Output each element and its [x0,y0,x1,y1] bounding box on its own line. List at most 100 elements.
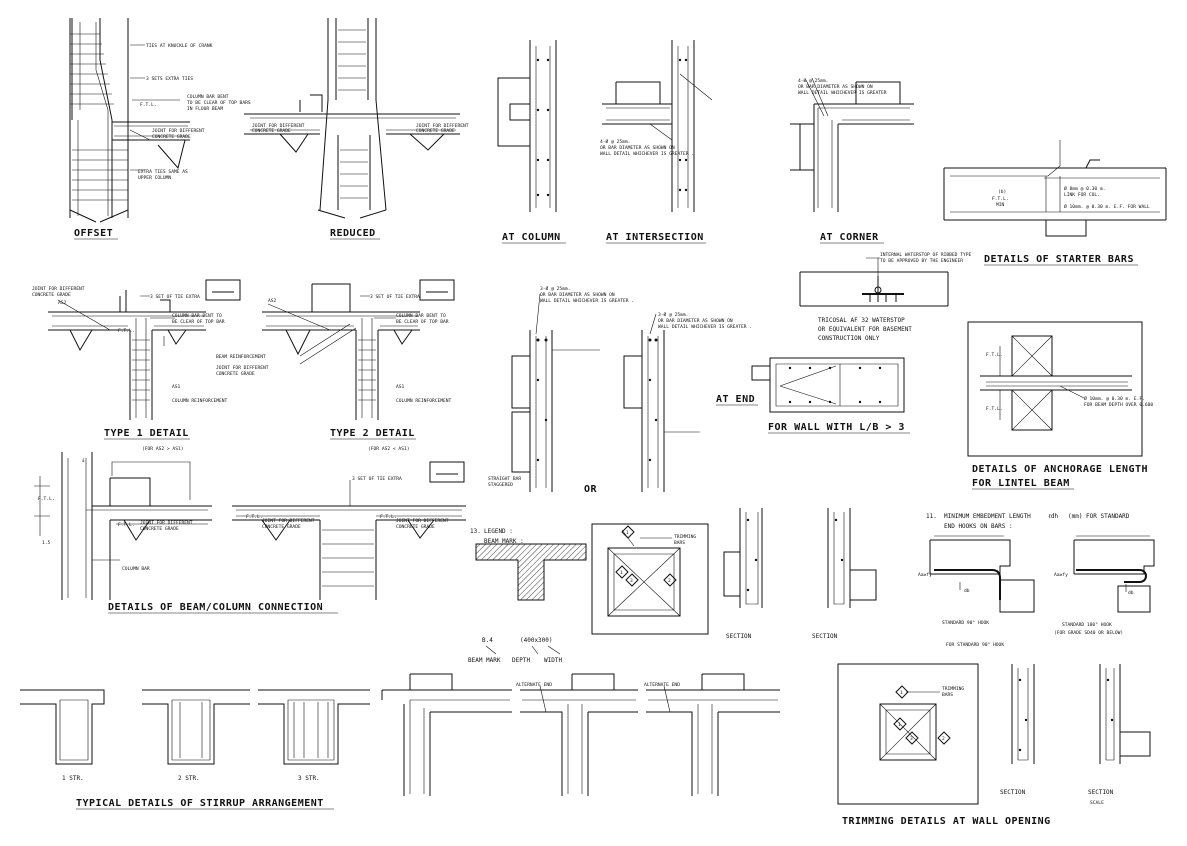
offset-note: F.T.L. [140,102,157,108]
section-label: SECTION [726,633,752,640]
legend-text: BEAM MARK : [484,538,524,545]
wall-note: 3-Ø @ 25mm. [540,285,570,292]
hook-note: (mm) FOR STANDARD [1068,513,1130,520]
title-type2: TYPE 2 DETAIL [330,428,415,439]
type2-note: AS1 [396,384,405,390]
waterstop-note: TO BE APPROVED BY THE ENGINEER [880,258,963,264]
type2-detail: AS2 3 SET OF TIE EXTRA COLUMN BAR BENT T… [216,279,455,452]
marker-label: 3 [910,736,913,742]
type1-note: AS1 [172,384,181,390]
corner-note: WALL DETAIL WHICHEVER IS GREATER [798,90,887,96]
title-beam-column: DETAILS OF BEAM/COLUMN CONNECTION [108,602,323,613]
at-intersection-detail: 4-Ø @ 25mm. OR BAR DIAMETER AS SHOWN ON … [600,40,713,244]
marker-label: 1 [620,570,623,576]
legend-text: DEPTH [512,657,530,664]
title-offset: OFFSET [74,228,113,239]
beam-col-note: CONCRETE GRADE [140,526,179,532]
beam-col-note: JOINT FOR DIFFERENT [262,518,315,524]
type2-note: 3 SET OF TIE EXTRA [370,294,420,300]
legend-text: (400x300) [520,637,553,644]
hook-note: STANDARD 180° HOOK [1062,622,1112,628]
starter-note: Ø 8mm @ 0.30 m. [1064,185,1106,192]
wall-note: WALL DETAIL WHICHEVER IS GREATER . [540,298,634,304]
waterstop-note: INTERNAL WATERSTOP OF RIBBED TYPE [880,252,972,258]
hook-note: db [964,588,970,594]
type1-note: JOINT FOR DIFFERENT [32,286,85,292]
hook-note: Aa≥fy [1054,572,1068,578]
offset-note: 3 SETS EXTRA TIES [146,76,193,82]
title-stirrup: TYPICAL DETAILS OF STIRRUP ARRANGEMENT [76,798,324,809]
offset-note: CONCRETE GRADE [152,134,191,140]
marker-label: 1 [900,690,903,696]
title-at-end: AT END [716,394,755,405]
reduced-note: JOINT FOR DIFFERENT [252,123,305,129]
legend-text: WIDTH [544,657,562,664]
type2-note: AS2 [268,298,277,304]
type1-note: (FOR AS2 > AS1) [142,446,184,452]
starter-bars-detail: (b) F.T.L. MIN Ø 8mm @ 0.30 m. LINK FOR … [943,140,1167,266]
trimming-note: BARS [942,692,953,698]
starter-note: F.T.L. [992,196,1009,202]
title-starter-bars: DETAILS OF STARTER BARS [984,254,1134,265]
title-reduced: REDUCED [330,228,376,239]
hook-note: Aa≥fy [918,572,932,578]
hook-note: db [1128,590,1134,596]
type1-detail: JOINT FOR DIFFERENT CONCRETE GRADE AS2 3… [32,279,241,452]
wall-note: 3-Ø @ 25mm. [658,311,688,318]
scale-label: SCALE [1090,800,1104,806]
offset-detail: TIES AT KNUCKLE OF CRANK 3 SETS EXTRA TI… [69,18,251,240]
marker-label: 3 [630,578,633,584]
reduced-note: CONCRETE GRADE [252,128,291,134]
section-label: SECTION [1000,789,1026,796]
beam-col-note: F.T.L. [380,514,397,520]
intersection-note: 4-Ø @ 25mm. [600,138,630,145]
type1-note: COLUMN REINFORCEMENT [172,398,228,404]
type2-note: COLUMN BAR BENT TO [396,313,446,319]
wall-mid-detail: 3-Ø @ 25mm. OR BAR DIAMETER AS SHOWN ON … [488,285,758,495]
type2-note: BEAM REINFORCEMENT [216,354,266,360]
anchorage-note: F.T.L. [986,406,1003,412]
wall-note: STAGGERED [488,482,513,488]
beam-col-note: F.T.L. [246,514,263,520]
type1-note: BE CLEAR OF TOP BAR [172,319,225,325]
beam-col-note: JOINT FOR DIFFERENT [396,518,449,524]
title-trimming: TRIMMING DETAILS AT WALL OPENING [842,816,1051,827]
waterstop-note: TRICOSAL AF 32 WATERSTOP [818,317,905,324]
title-anchorage-1: DETAILS OF ANCHORAGE LENGTH [972,464,1148,475]
offset-note: UPPER COLUMN [138,175,171,181]
offset-note: TO BE CLEAR OF TOP BARS [187,100,251,106]
sections-detail: SECTION SECTION 11. MINIMUM EMBEDMENT LE… [723,508,1155,648]
starter-note: LINK FOR COL. [1064,192,1100,198]
beam-col-note: 1.5 [42,540,51,546]
title-type1: TYPE 1 DETAIL [104,428,189,439]
waterstop-note: CONSTRUCTION ONLY [818,335,880,342]
reduced-note: CONCRETE GRADE [416,128,455,134]
stirrup-label: 3 STR. [298,775,320,782]
wall-note: WALL DETAIL WHICHEVER IS GREATER . [658,324,752,330]
wall-lb-detail: FOR WALL WITH L/B > 3 [751,357,910,434]
beam-col-note: 3 SET OF TIE EXTRA [352,476,402,482]
marker-label: 2 [668,578,671,584]
beam-col-note: F.T.L. [38,496,55,502]
offset-note: COLUMN BAR BENT [187,94,229,100]
title-or: OR [584,484,598,495]
offset-note: TIES AT KNUCKLE OF CRANK [146,43,213,49]
stirrup-label: 2 STR. [178,775,200,782]
waterstop-detail: INTERNAL WATERSTOP OF RIBBED TYPE TO BE … [799,252,972,342]
alt-end-label: ALTERNATE END [644,682,680,688]
hook-note: MINIMUM EMBEDMENT LENGTH [944,513,1031,520]
marker-label: 1 [626,530,629,536]
starter-note: (b) [998,189,1006,195]
title-wall-lb: FOR WALL WITH L/B > 3 [768,422,905,433]
offset-note: EXTRA TIES SAME AS [138,169,188,175]
waterstop-note: OR EQUIVALENT FOR BASEMENT [818,326,912,333]
beam-col-note: £ [82,458,85,464]
type2-note: BE CLEAR OF TOP BAR [396,319,449,325]
alternate-end-detail: ALTERNATE END ALTERNATE END [381,673,780,796]
intersection-note: OR BAR DIAMETER AS SHOWN ON [600,145,675,151]
type1-note: CONCRETE GRADE [32,292,71,298]
offset-note: IN FLOOR BEAM [187,106,223,112]
type2-note: COLUMN REINFORCEMENT [396,398,452,404]
hook-note: END HOOKS ON BARS : [944,523,1013,530]
anchorage-note: FOR BEAM DEPTH OVER 0.600 [1084,402,1153,408]
